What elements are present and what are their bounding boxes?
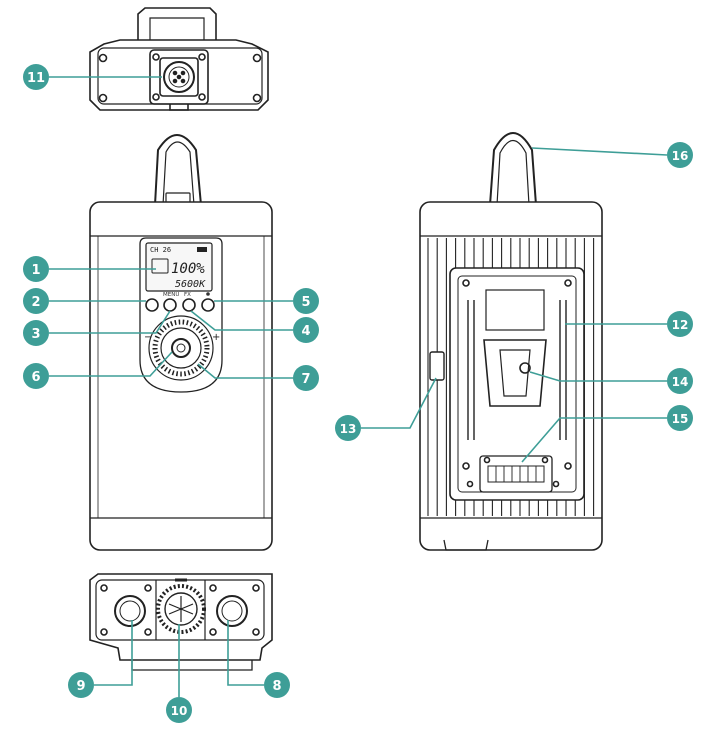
svg-text:5: 5: [301, 295, 310, 310]
callout-15: 15: [667, 405, 693, 431]
svg-text:12: 12: [672, 318, 689, 332]
callout-1: 1: [23, 256, 49, 282]
svg-text:+: +: [212, 332, 220, 343]
callout-3: 3: [23, 320, 49, 346]
top-view: [89, 7, 269, 111]
svg-text:1: 1: [31, 263, 40, 278]
callout-2: 2: [23, 288, 49, 314]
callout-8: 8: [264, 672, 290, 698]
callout-7: 7: [293, 365, 319, 391]
svg-text:16: 16: [672, 149, 689, 163]
callout-6: 6: [23, 363, 49, 389]
lcd-percent: 100%: [171, 261, 205, 277]
bottom-view: [89, 573, 273, 671]
leader-line: [49, 310, 171, 334]
svg-text:9: 9: [76, 679, 85, 694]
lcd-screen: [145, 242, 213, 292]
leader-line: [190, 310, 293, 331]
v-mount-slot: [483, 339, 547, 407]
callout-14: 14: [667, 368, 693, 394]
leader-line: [531, 147, 668, 156]
svg-text:14: 14: [672, 375, 689, 389]
callout-4: 4: [293, 317, 319, 343]
svg-text:4: 4: [301, 324, 310, 339]
svg-text:13: 13: [340, 422, 357, 436]
release-latch: [429, 351, 445, 381]
leader-line: [361, 377, 437, 429]
dial-center-button[interactable]: [171, 338, 191, 358]
leader-line: [529, 371, 667, 382]
power-button[interactable]: [145, 298, 159, 312]
fx-button[interactable]: [182, 298, 196, 312]
callout-5: 5: [293, 288, 319, 314]
power-connector: [156, 584, 206, 634]
leader-line: [197, 363, 293, 379]
leader-lines: [49, 76, 668, 697]
callout-13: 13: [335, 415, 361, 441]
menu-label: MENU: [163, 292, 179, 298]
svg-text:15: 15: [672, 412, 689, 426]
callout-9: 9: [68, 672, 94, 698]
svg-text:−: −: [144, 332, 152, 343]
lcd-top-left: CH 26: [150, 246, 171, 254]
leader-line: [521, 417, 667, 463]
lcd-cct: 5600K: [175, 279, 206, 290]
callout-11: 11: [23, 64, 49, 90]
callout-10: 10: [166, 697, 192, 723]
svg-text:7: 7: [301, 372, 310, 387]
fx-label: FX: [184, 292, 191, 298]
svg-text:6: 6: [31, 370, 40, 385]
front-view: − +: [89, 134, 273, 551]
output-port: [114, 595, 146, 627]
leader-line: [227, 620, 264, 686]
callout-12: 12: [667, 311, 693, 337]
leader-line: [49, 351, 173, 377]
leader-line: [94, 620, 133, 686]
svg-text:11: 11: [27, 71, 45, 86]
svg-text:3: 3: [31, 327, 40, 342]
bluetooth-button[interactable]: [201, 298, 215, 312]
bluetooth-icon: [206, 292, 210, 296]
svg-text:2: 2: [31, 295, 40, 310]
callout-16: 16: [667, 142, 693, 168]
back-view: [419, 132, 603, 551]
input-port: [216, 595, 248, 627]
svg-text:10: 10: [171, 704, 188, 718]
svg-text:8: 8: [272, 679, 281, 694]
control-dial[interactable]: [152, 319, 210, 377]
